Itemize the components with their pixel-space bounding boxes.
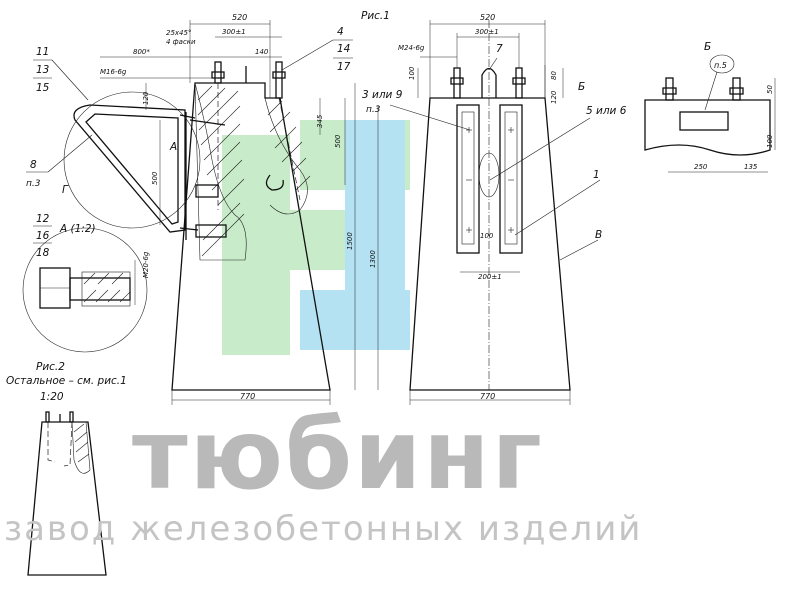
callout-5-or-6: 5 или 6 [586, 105, 627, 117]
watermark-logo-text: тюбинг [132, 399, 544, 511]
dim-140: 140 [255, 48, 269, 56]
callout-p3-b: п.3 [366, 105, 381, 115]
detail-a-bolt [69, 277, 131, 301]
front-leaders [389, 57, 601, 261]
view-b-dim-250: 250 [694, 163, 708, 171]
side-cut-region [194, 82, 247, 261]
detail-a-circle [22, 227, 148, 353]
view-b-dim-135: 135 [744, 163, 758, 171]
dim-bolt-spacing: 300±1 [222, 28, 246, 36]
detail-a [22, 227, 148, 353]
callout-8: 8 [30, 159, 37, 171]
callout-7: 7 [496, 43, 503, 55]
watermark-subtitle: завод железобетонных изделий [4, 509, 642, 549]
callout-12: 12 [36, 213, 50, 225]
front-top-bolts [450, 67, 526, 99]
text-labels: Рис.1 520 25x45° 4 фаски 300±1 800* 140 … [6, 10, 774, 403]
callout-4: 4 [337, 26, 344, 38]
side-hatching [197, 85, 311, 257]
fig1-title: Рис.1 [361, 10, 390, 22]
dim-chamfer: 25x45° [166, 29, 191, 37]
dim-chamfer-note: 4 фаски [166, 38, 196, 46]
side-dimension-lines [100, 20, 356, 405]
callout-3-or-9: 3 или 9 [362, 89, 403, 101]
view-b-plate [679, 111, 729, 131]
callout-17: 17 [337, 61, 351, 73]
front-body-outline [409, 97, 571, 391]
callout-1: 1 [593, 169, 600, 181]
callout-13: 13 [36, 64, 49, 76]
dim-500-brace: 500 [151, 171, 159, 185]
view-b [644, 54, 776, 173]
side-embedded-parts [189, 83, 301, 238]
fig2-scale: 1:20 [40, 391, 64, 403]
front-plates [456, 104, 523, 254]
fig2-title: Рис.2 [36, 361, 65, 373]
dim-m24: M24-6g [398, 44, 425, 52]
dim-120: 120 [142, 91, 150, 105]
dim-front-80: 80 [550, 71, 558, 80]
dim-bottom-770: 770 [240, 392, 255, 401]
dim-345: 345 [316, 114, 324, 128]
view-b-note-bubble [709, 54, 735, 74]
fig2-cut [71, 421, 91, 474]
detail-g-circle [63, 91, 201, 229]
view-b-outline [644, 99, 771, 156]
view-b-dim-50: 50 [766, 85, 774, 94]
dim-top-width: 520 [232, 13, 247, 22]
callout-18: 18 [36, 247, 50, 259]
dim-plate-spacing: 200±1 [478, 273, 502, 281]
figure2 [27, 411, 107, 576]
fig2-outline [27, 421, 107, 576]
front-hole [478, 152, 500, 198]
dim-front-120: 120 [550, 90, 558, 104]
dim-m16: M16-6g [100, 68, 127, 76]
dim-1500: 1500 [346, 232, 354, 250]
dim-front-100: 100 [408, 66, 416, 80]
view-b-note: п.5 [714, 61, 727, 70]
label-g: Г [62, 184, 69, 196]
side-top-bolts [211, 61, 286, 99]
view-b-dim-100: 100 [766, 134, 774, 148]
dim-front-spacing: 300±1 [475, 28, 499, 36]
figure1-front-view [377, 20, 601, 405]
dim-plate-100: 100 [480, 232, 494, 240]
fig2-note: Остальное – см. рис.1 [6, 375, 127, 387]
dim-m20: M20-6g [142, 251, 150, 278]
callout-11: 11 [36, 46, 49, 58]
watermark-logo-blocks [222, 120, 410, 355]
callout-p3-a: п.3 [26, 179, 41, 189]
callout-16: 16 [36, 230, 50, 242]
side-bracket [73, 104, 199, 240]
label-a: А [169, 141, 177, 153]
dim-front-bottom-770: 770 [480, 392, 495, 401]
dim-800: 800* [133, 48, 150, 56]
view-b-title: Б [704, 41, 711, 53]
label-v: В [595, 229, 602, 241]
dim-500-side: 500 [334, 134, 342, 148]
detail-a-label: А (1:2) [59, 223, 96, 235]
side-cut-boundary [264, 97, 308, 215]
front-dimension-lines [377, 20, 571, 405]
dim-front-top-width: 520 [480, 13, 495, 22]
view-b-arrow-label: Б [578, 81, 585, 93]
figure1-side-view [63, 20, 356, 405]
dim-1300: 1300 [369, 250, 377, 268]
callout-15: 15 [36, 82, 50, 94]
callout-14: 14 [337, 43, 350, 55]
